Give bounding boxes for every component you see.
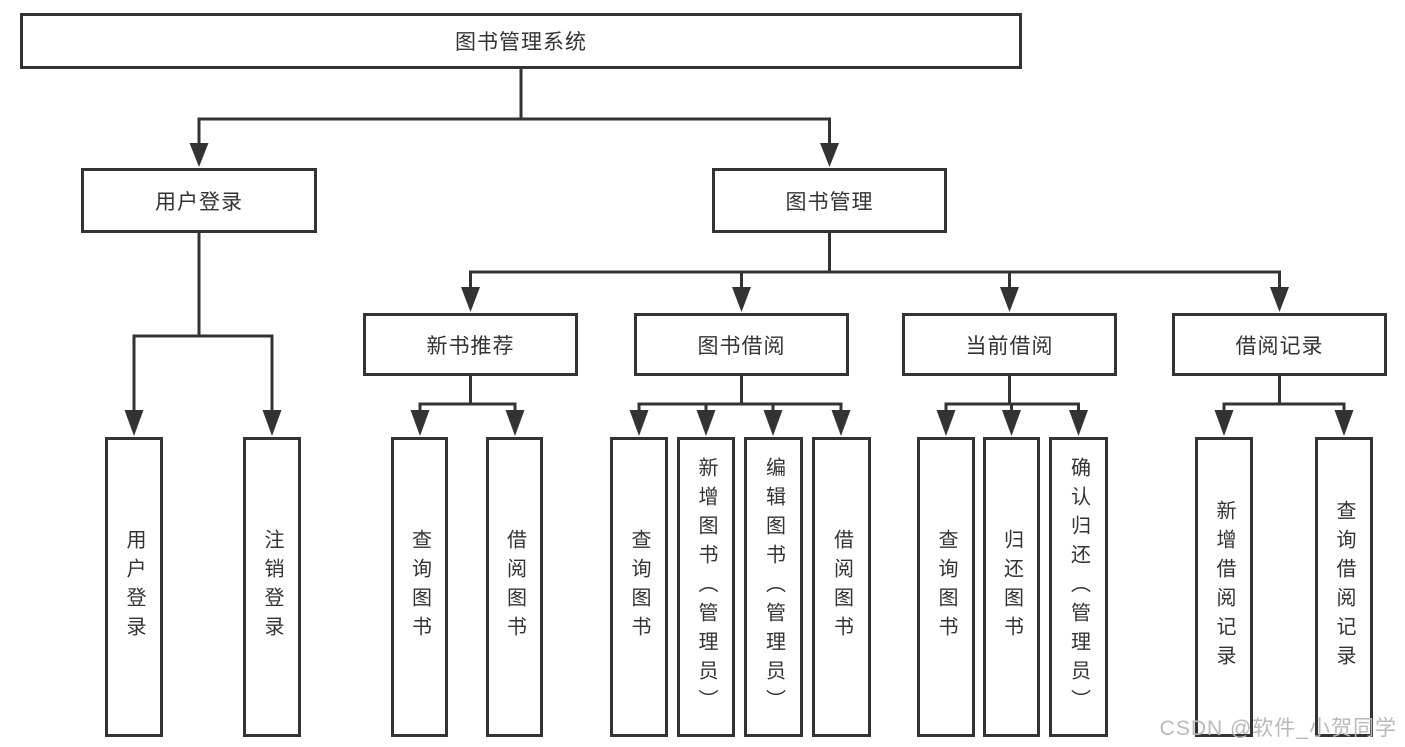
node-new-book-recommendation: 新书推荐: [363, 313, 578, 376]
leaf-user-login: 用户登录: [105, 437, 163, 737]
node-label: 图书管理系统: [455, 31, 587, 54]
node-label: 查询图书: [408, 529, 431, 645]
leaf-logout-login: 注销登录: [243, 437, 301, 737]
csdn-watermark: CSDN @软件_小贺同学: [1159, 717, 1397, 740]
leaf-confirm-return-admin: 确认归还（管理员）: [1049, 437, 1108, 737]
leaf-add-borrow-record: 新增借阅记录: [1195, 437, 1253, 737]
node-label: 新书推荐: [426, 334, 515, 358]
node-label: 确认归还（管理员）: [1067, 456, 1090, 718]
node-label: 借阅图书: [503, 529, 526, 645]
node-book-management: 图书管理: [712, 168, 947, 233]
node-library-management-system: 图书管理系统: [20, 13, 1022, 69]
leaf-add-books-admin: 新增图书（管理员）: [677, 437, 735, 737]
node-label: 注销登录: [261, 529, 283, 645]
leaf-return-books: 归还图书: [983, 437, 1040, 737]
node-label: 图书管理: [785, 190, 874, 214]
node-label: 查询图书: [935, 529, 957, 645]
node-user-login: 用户登录: [81, 168, 317, 233]
node-label: 新增图书（管理员）: [695, 456, 717, 718]
node-label: 图书借阅: [697, 334, 786, 358]
node-label: 查询图书: [628, 529, 650, 645]
leaf-query-borrow-record: 查询借阅记录: [1315, 437, 1373, 737]
leaf-borrow-books-recommend: 借阅图书: [486, 437, 543, 737]
node-borrowing-records: 借阅记录: [1172, 313, 1387, 376]
node-label: 归还图书: [1000, 529, 1023, 645]
leaf-query-books-current: 查询图书: [917, 437, 975, 737]
leaf-borrow-books-borrow: 借阅图书: [812, 437, 871, 737]
node-label: 用户登录: [155, 190, 243, 214]
leaf-query-books-borrow: 查询图书: [610, 437, 668, 737]
leaf-edit-books-admin: 编辑图书（管理员）: [744, 437, 803, 737]
node-label: 用户登录: [123, 529, 145, 645]
node-label: 借阅记录: [1235, 334, 1324, 358]
node-label: 编辑图书（管理员）: [762, 456, 785, 718]
node-current-borrowing: 当前借阅: [902, 313, 1117, 376]
node-label: 当前借阅: [965, 334, 1054, 358]
leaf-query-books-recommend: 查询图书: [391, 437, 448, 737]
node-label: 借阅图书: [830, 529, 853, 645]
node-label: 查询借阅记录: [1333, 500, 1355, 674]
node-label: 新增借阅记录: [1213, 500, 1235, 674]
node-book-borrowing: 图书借阅: [634, 313, 849, 376]
